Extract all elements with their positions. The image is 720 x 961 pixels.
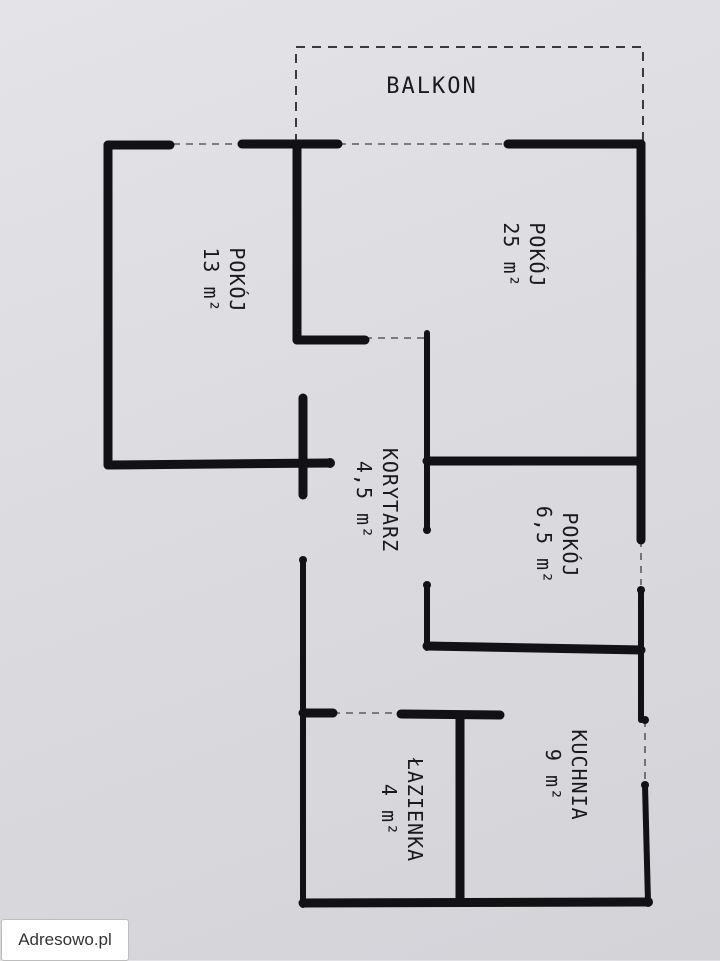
bathroom-name: ŁAZIENKA: [403, 757, 427, 862]
room-13-label-group: POKÓJ 13 m²: [199, 247, 249, 312]
room-13-area: 13 m²: [199, 247, 223, 312]
watermark-badge: Adresowo.pl: [1, 919, 129, 961]
room-25-name: POKÓJ: [525, 222, 549, 287]
corridor-label-group: KORYTARZ 4,5 m²: [352, 448, 402, 552]
bathroom-label-group: ŁAZIENKA 4 m²: [377, 757, 427, 862]
balcony-outline: [295, 46, 644, 143]
corridor-area: 4,5 m²: [352, 461, 376, 539]
corridor-name: KORYTARZ: [378, 448, 402, 552]
room-25-area: 25 m²: [499, 222, 523, 287]
kitchen-label-group: KUCHNIA 9 m²: [541, 729, 591, 820]
balcony-label: BALKON: [386, 74, 477, 99]
room-25-label-group: POKÓJ 25 m²: [499, 222, 549, 287]
walls: [103, 139, 653, 908]
windows: [173, 143, 646, 785]
wall-end-dots: [166, 140, 653, 907]
kitchen-name: KUCHNIA: [567, 729, 591, 820]
room-65-name: POKÓJ: [558, 512, 582, 577]
watermark-text: Adresowo.pl: [18, 930, 112, 949]
room-65-area: 6,5 m²: [532, 506, 556, 584]
room-13-name: POKÓJ: [225, 247, 249, 312]
bathroom-area: 4 m²: [377, 784, 401, 836]
room-65-label-group: POKÓJ 6,5 m²: [532, 506, 582, 584]
kitchen-area: 9 m²: [541, 749, 565, 801]
